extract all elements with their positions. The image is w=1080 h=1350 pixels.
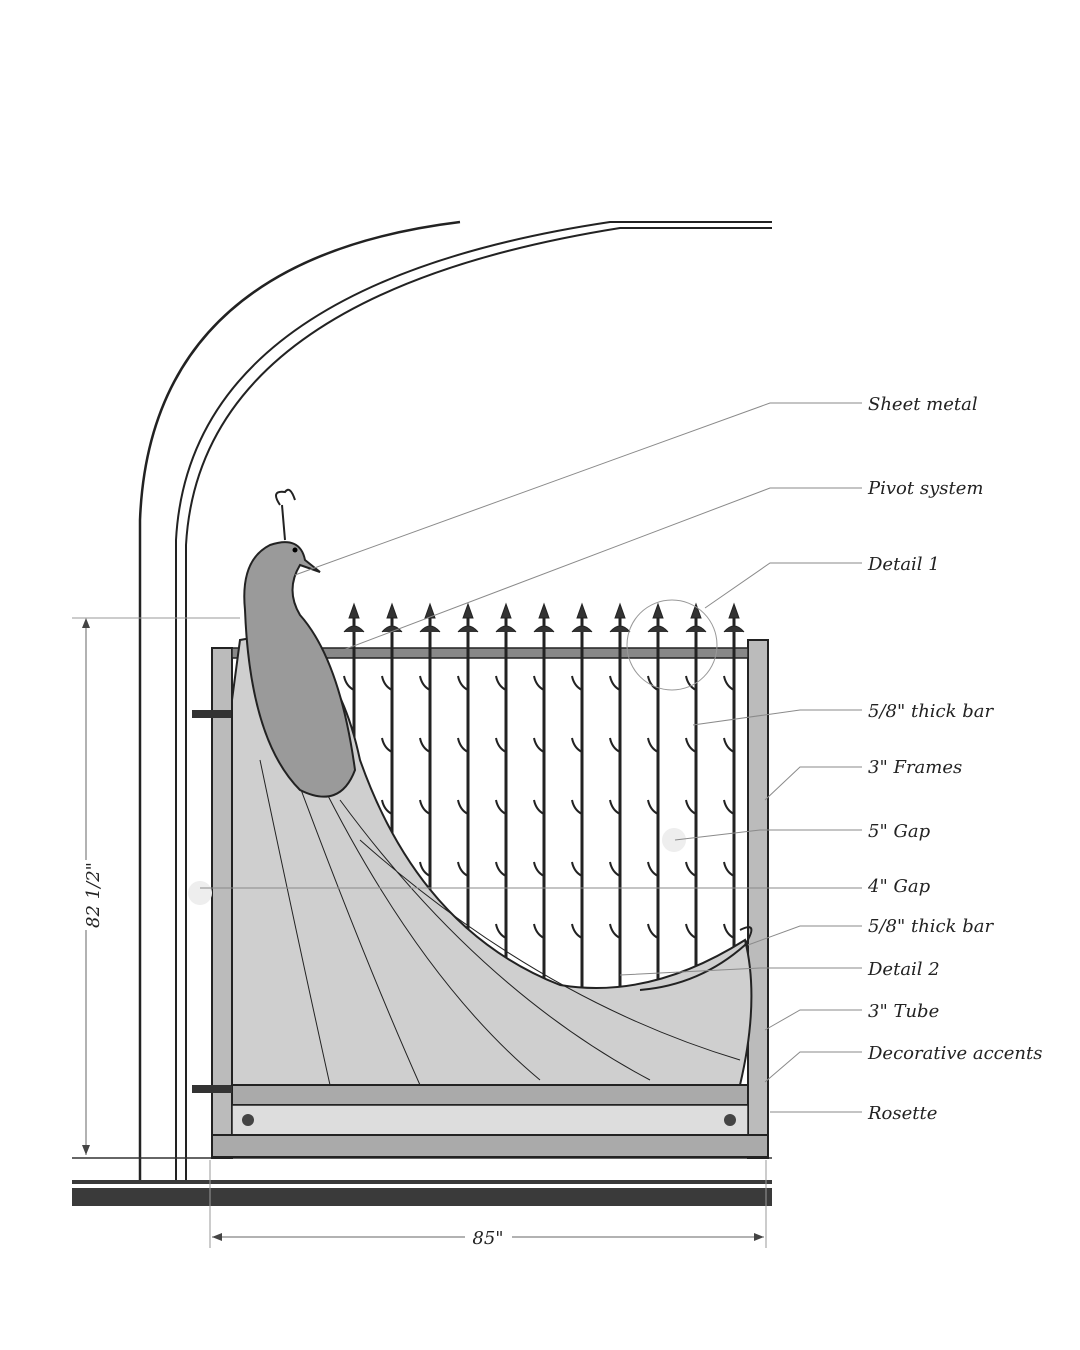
thorn-accent bbox=[723, 799, 735, 815]
thorn-accent bbox=[571, 799, 583, 815]
arch-opening bbox=[138, 220, 772, 1180]
rosette-left bbox=[242, 1114, 254, 1126]
thorn-accent bbox=[723, 675, 735, 691]
hinge-top bbox=[192, 710, 232, 718]
thorn-accent bbox=[343, 675, 355, 691]
height-dimension: 82 1/2" bbox=[72, 617, 240, 1155]
thorn-accent bbox=[571, 675, 583, 691]
thorn-accent bbox=[457, 675, 469, 691]
thorn-accent bbox=[495, 799, 507, 815]
finial bbox=[457, 602, 479, 633]
thorn-accent bbox=[533, 675, 545, 691]
finial bbox=[571, 602, 593, 633]
label-thick-bar-bottom: 5/8" thick bar bbox=[868, 916, 995, 937]
thorn-accent bbox=[723, 737, 735, 753]
hinge-bottom bbox=[192, 1085, 232, 1093]
thorn-accent bbox=[647, 675, 659, 691]
label-sheet-metal: Sheet metal bbox=[868, 394, 978, 415]
thorn-accent bbox=[685, 861, 697, 877]
finial bbox=[609, 602, 631, 633]
thorn-accent bbox=[533, 861, 545, 877]
thorn-accent bbox=[495, 737, 507, 753]
finial bbox=[495, 602, 517, 633]
label-4-gap: 4" Gap bbox=[867, 876, 931, 897]
thorn-accent bbox=[571, 861, 583, 877]
thorn-accent bbox=[419, 737, 431, 753]
thorn-accent bbox=[571, 737, 583, 753]
finial bbox=[533, 602, 555, 633]
thorn-accent bbox=[647, 861, 659, 877]
gap-marker bbox=[188, 881, 212, 905]
thorn-accent bbox=[647, 799, 659, 815]
label-thick-bar-top: 5/8" thick bar bbox=[868, 701, 995, 722]
thorn-accent bbox=[495, 861, 507, 877]
thorn-accent bbox=[533, 737, 545, 753]
finial bbox=[419, 602, 441, 633]
finial bbox=[647, 602, 669, 633]
thorn-accent bbox=[609, 861, 621, 877]
finial bbox=[343, 602, 365, 633]
detail-1-circle bbox=[626, 599, 718, 691]
finial bbox=[685, 602, 707, 633]
thorn-accent bbox=[609, 675, 621, 691]
label-5-gap: 5" Gap bbox=[868, 821, 931, 842]
thorn-accent bbox=[685, 737, 697, 753]
thorn-accent bbox=[419, 675, 431, 691]
thorn-accent bbox=[457, 861, 469, 877]
thorn-accent bbox=[685, 799, 697, 815]
label-detail-2: Detail 2 bbox=[867, 959, 940, 980]
thorn-accent bbox=[533, 799, 545, 815]
thorn-accent bbox=[647, 923, 659, 939]
rosette-right bbox=[724, 1114, 736, 1126]
thorn-accent bbox=[457, 737, 469, 753]
width-label: 85" bbox=[472, 1228, 503, 1249]
thorn-accent bbox=[723, 861, 735, 877]
thorn-accent bbox=[495, 923, 507, 939]
thorn-accent bbox=[647, 737, 659, 753]
thorn-accent bbox=[419, 861, 431, 877]
finial bbox=[381, 602, 403, 633]
gap-marker bbox=[662, 828, 686, 852]
label-tube: 3" Tube bbox=[868, 1001, 939, 1022]
thorn-accent bbox=[495, 675, 507, 691]
thorn-accent bbox=[381, 799, 393, 815]
leader-lines bbox=[200, 402, 862, 1113]
label-decorative-accents: Decorative accents bbox=[867, 1043, 1042, 1064]
thorn-accent bbox=[381, 675, 393, 691]
label-detail-1: Detail 1 bbox=[867, 554, 940, 575]
thorn-accent bbox=[533, 923, 545, 939]
thorn-accent bbox=[609, 737, 621, 753]
thorn-accent bbox=[685, 923, 697, 939]
thorn-accent bbox=[723, 923, 735, 939]
gate-frame bbox=[192, 639, 769, 1159]
height-label: 82 1/2" bbox=[83, 862, 104, 928]
label-rosette: Rosette bbox=[867, 1103, 937, 1124]
thorn-accent bbox=[381, 737, 393, 753]
thorn-accent bbox=[571, 923, 583, 939]
peacock bbox=[243, 488, 753, 991]
label-frames: 3" Frames bbox=[868, 757, 962, 778]
thorn-accent bbox=[685, 675, 697, 691]
thorn-accent bbox=[419, 799, 431, 815]
finial bbox=[723, 602, 745, 633]
thorn-accent bbox=[457, 799, 469, 815]
thorn-accent bbox=[609, 923, 621, 939]
width-dimension: 85" bbox=[209, 1160, 767, 1249]
thorn-accent bbox=[609, 799, 621, 815]
label-pivot-system: Pivot system bbox=[867, 478, 983, 499]
